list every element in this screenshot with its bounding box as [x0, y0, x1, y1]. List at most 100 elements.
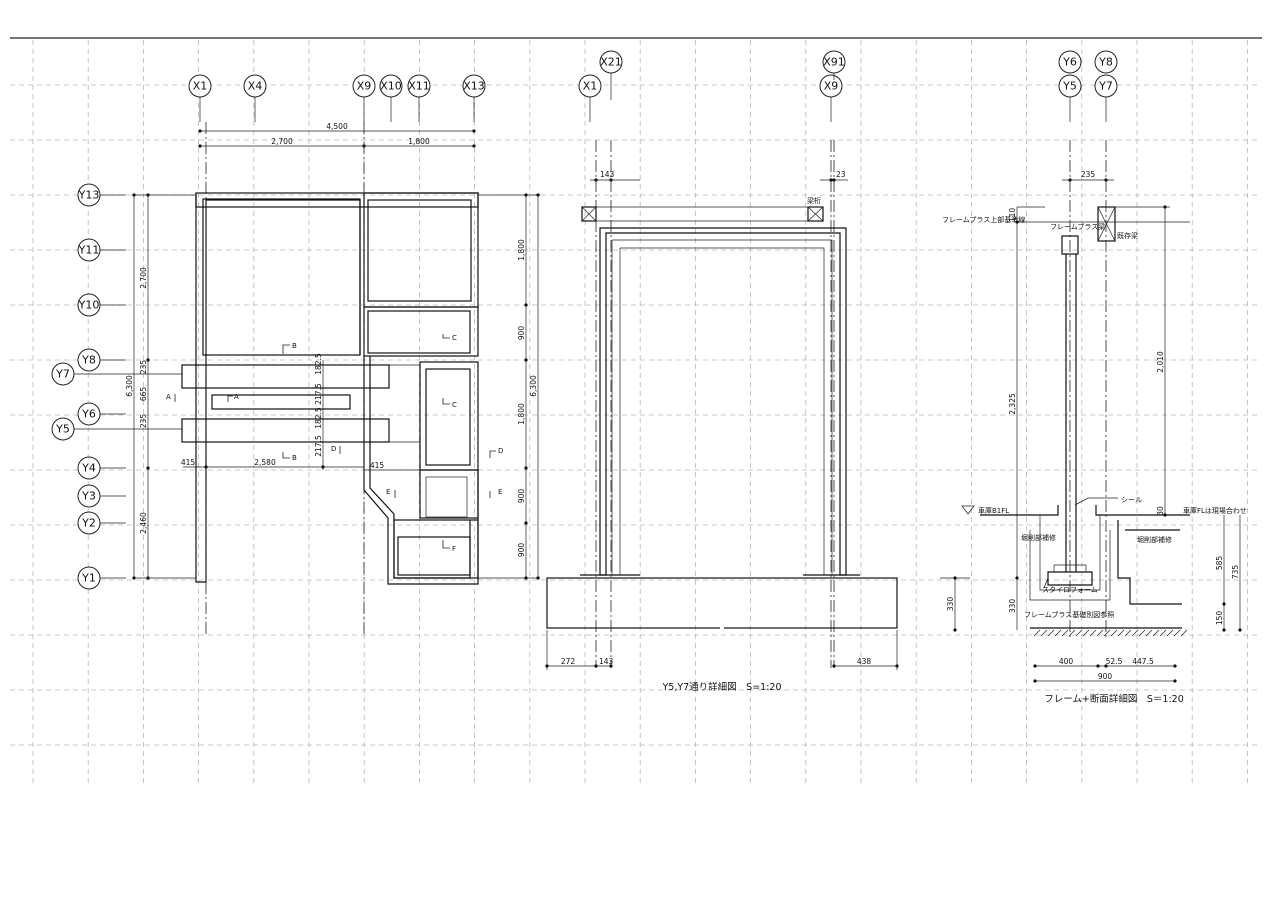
svg-text:217.5: 217.5	[314, 383, 323, 405]
elevation-view: X21 X91 X1 X9 143 23 梁桁	[545, 50, 899, 693]
svg-text:900: 900	[517, 543, 526, 558]
axis-bubble-y5-sec: Y5	[1058, 74, 1082, 98]
axis-bubble-y8-sec: Y8	[1094, 50, 1118, 74]
svg-text:182.5: 182.5	[314, 353, 323, 375]
svg-text:2,325: 2,325	[1008, 393, 1017, 415]
svg-text:438: 438	[857, 657, 872, 666]
svg-text:既存梁: 既存梁	[1117, 231, 1138, 240]
axis-bubble-y4: Y4	[77, 456, 101, 480]
svg-text:車庫FLは現場合わせ: 車庫FLは現場合わせ	[1183, 506, 1247, 515]
ground-hatch-line	[1166, 629, 1174, 637]
axis-bubble-x9: X9	[352, 74, 376, 98]
ground-hatch-line	[1082, 629, 1090, 637]
ground-hatch-line	[1075, 629, 1083, 637]
svg-text:Y7: Y7	[55, 368, 70, 381]
svg-text:車庫B1FL: 車庫B1FL	[978, 506, 1009, 515]
svg-text:585: 585	[1215, 556, 1224, 571]
svg-text:1,800: 1,800	[517, 403, 526, 425]
label-beam: 梁桁	[807, 196, 821, 205]
svg-text:E: E	[498, 488, 502, 496]
svg-text:Y13: Y13	[78, 189, 100, 202]
axis-bubble-y2: Y2	[77, 511, 101, 535]
ground-hatch-line	[1040, 629, 1048, 637]
svg-text:2,460: 2,460	[139, 512, 148, 534]
svg-text:2,580: 2,580	[254, 458, 276, 467]
svg-text:Y8: Y8	[81, 354, 96, 367]
svg-text:A: A	[166, 393, 171, 401]
svg-text:X91: X91	[823, 56, 845, 69]
plan-right-dimensions: 1,800 900 1,800 900 900 6,300	[478, 193, 540, 580]
ground-hatch-line	[1152, 629, 1160, 637]
axis-bubble-y1: Y1	[77, 566, 101, 590]
svg-text:30: 30	[1156, 506, 1165, 516]
axis-bubble-x1: X1	[188, 74, 212, 98]
background-grid	[10, 40, 1260, 785]
ground-hatch-line	[1033, 629, 1041, 637]
svg-text:23: 23	[836, 170, 846, 179]
svg-text:B: B	[292, 342, 297, 350]
svg-text:フレームプラス梁: フレームプラス梁	[1050, 222, 1105, 231]
svg-text:C: C	[452, 334, 457, 342]
plan-x-axis-bubbles: X1 X4 X9 X10 X11 X13	[188, 74, 486, 98]
svg-text:330: 330	[946, 597, 955, 612]
ground-hatch-line	[1096, 629, 1104, 637]
axis-bubble-y10: Y10	[77, 293, 101, 317]
svg-text:415: 415	[181, 458, 196, 467]
svg-text:110: 110	[1008, 208, 1017, 223]
svg-text:Y7: Y7	[1098, 80, 1113, 93]
elevation-title: Y5,Y7通り詳細図 S=1:20	[661, 681, 781, 693]
axis-bubble-x11: X11	[407, 74, 431, 98]
svg-text:6,300: 6,300	[125, 375, 134, 397]
svg-text:Y1: Y1	[81, 572, 96, 585]
svg-text:900: 900	[517, 489, 526, 504]
svg-text:Y6: Y6	[1062, 56, 1077, 69]
plan-inner-dimensions: 182.5 217.5 182.5 217.5 2,580 415 415	[181, 353, 420, 471]
svg-text:シール: シール	[1121, 496, 1142, 504]
axis-bubble-y6: Y6	[77, 402, 101, 426]
svg-text:フレームプラス上部基準線: フレームプラス上部基準線	[942, 215, 1025, 224]
axis-bubble-y8: Y8	[77, 348, 101, 372]
svg-text:Y6: Y6	[81, 408, 96, 421]
axis-bubble-y5: Y5	[51, 417, 75, 441]
svg-text:182.5: 182.5	[314, 407, 323, 429]
svg-text:Y4: Y4	[81, 462, 96, 475]
axis-bubble-x21: X21	[599, 50, 623, 74]
ground-hatch-line	[1068, 629, 1076, 637]
svg-text:665: 665	[139, 387, 148, 402]
svg-text:2,700: 2,700	[139, 267, 148, 289]
svg-text:X21: X21	[600, 56, 622, 69]
svg-text:C: C	[452, 401, 457, 409]
svg-text:272: 272	[561, 657, 576, 666]
axis-bubble-x9-elev: X9	[819, 74, 843, 98]
svg-text:Y5: Y5	[55, 423, 70, 436]
svg-text:Y8: Y8	[1098, 56, 1113, 69]
svg-text:235: 235	[139, 360, 148, 375]
svg-text:X4: X4	[248, 80, 263, 93]
svg-text:Y3: Y3	[81, 490, 96, 503]
svg-text:堀削部補修: 堀削部補修	[1137, 535, 1172, 544]
ground-hatch-line	[1103, 629, 1111, 637]
svg-text:Y11: Y11	[78, 244, 100, 257]
svg-text:330: 330	[1008, 599, 1017, 614]
plan-y-axis-bubbles: Y13 Y11 Y10 Y8 Y7 Y6 Y5 Y4 Y3 Y2 Y1	[51, 183, 101, 590]
dim-4500: 4,500	[326, 122, 348, 131]
svg-text:Y10: Y10	[78, 299, 100, 312]
svg-text:415: 415	[370, 461, 385, 470]
svg-text:X11: X11	[408, 80, 430, 93]
svg-text:217.5: 217.5	[314, 435, 323, 457]
axis-bubble-x91: X91	[822, 50, 846, 74]
ground-hatch-line	[1089, 629, 1097, 637]
ground-hatch-line	[1047, 629, 1055, 637]
axis-bubble-x10: X10	[379, 74, 403, 98]
ground-hatch-line	[1061, 629, 1069, 637]
svg-text:X1: X1	[193, 80, 208, 93]
svg-text:X1: X1	[583, 80, 598, 93]
plan-view: X1 X4 X9 X10 X11 X13 4,500 2,700 1,800 Y…	[51, 74, 540, 636]
ground-hatch-line	[1138, 629, 1146, 637]
axis-bubble-y13: Y13	[77, 183, 101, 207]
axis-bubble-x13: X13	[462, 74, 486, 98]
ground-hatch-line	[1124, 629, 1132, 637]
dim-1800: 1,800	[408, 137, 430, 146]
svg-text:143: 143	[599, 657, 614, 666]
